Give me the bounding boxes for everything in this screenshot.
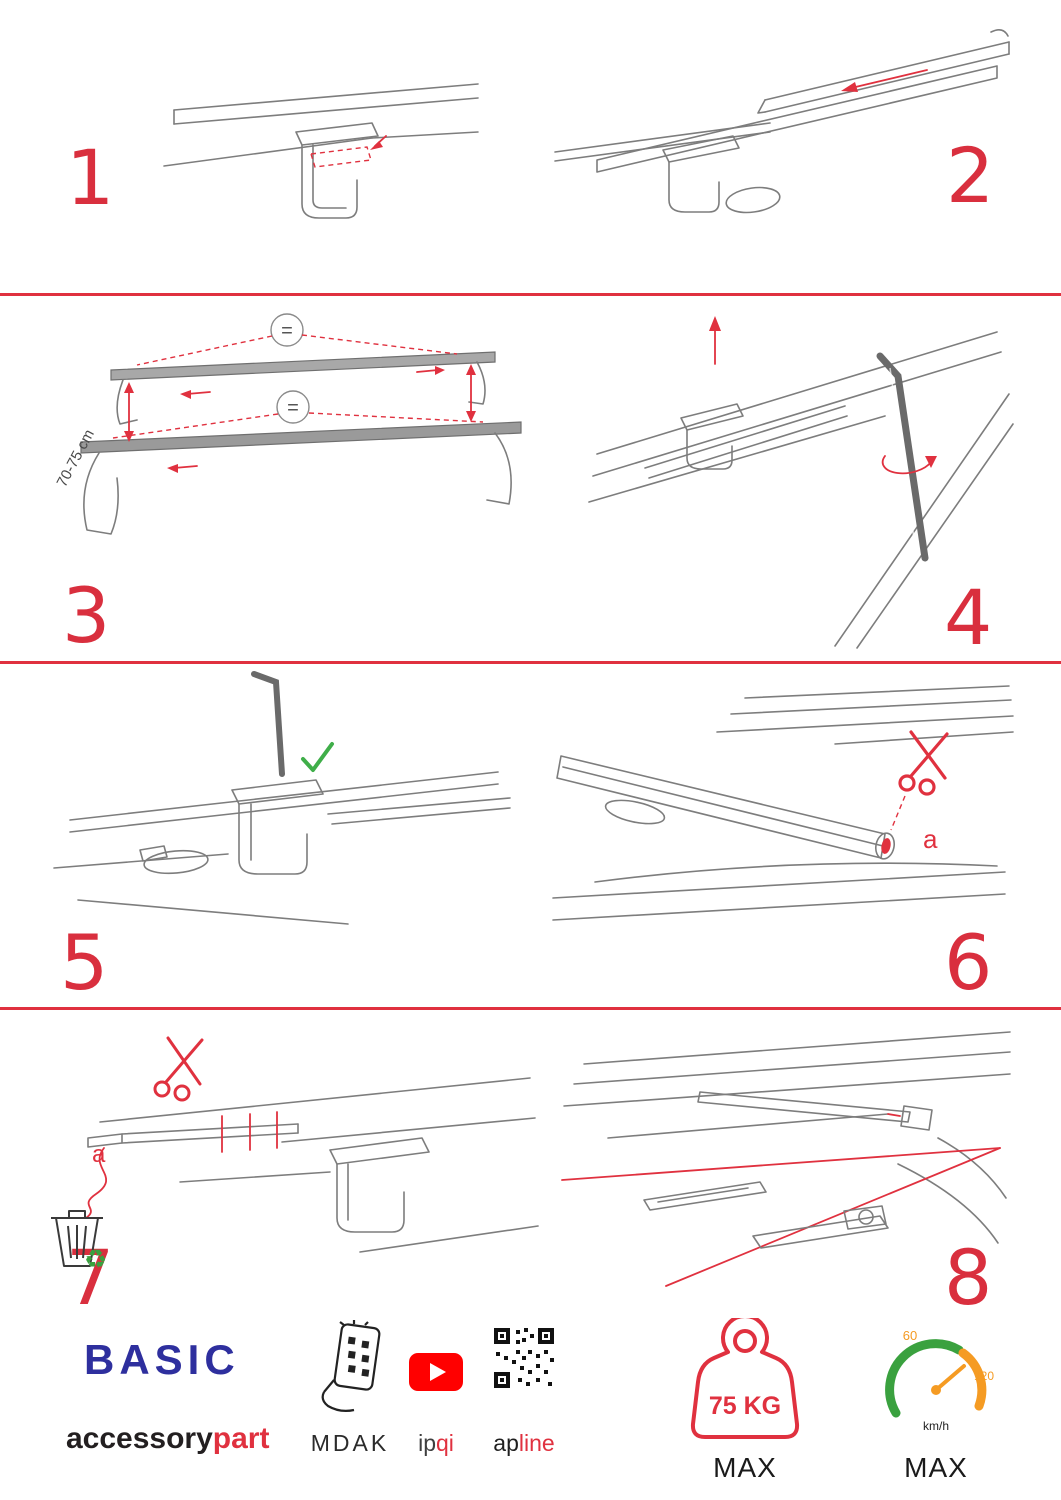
section-divider-3 bbox=[0, 1007, 1061, 1010]
speed-unit-label: km/h bbox=[923, 1419, 949, 1433]
clamp-sketch bbox=[295, 122, 379, 219]
logo-mdak: MDAK bbox=[310, 1430, 390, 1456]
section-divider-1 bbox=[0, 293, 1061, 296]
hex-key-icon bbox=[876, 352, 929, 562]
logo-apline-black: ap bbox=[493, 1430, 519, 1456]
needle bbox=[934, 1364, 966, 1392]
scissors-icon bbox=[898, 730, 949, 796]
logo-apline: apline bbox=[478, 1430, 570, 1457]
rear-crossbar bbox=[110, 351, 496, 381]
crossbar-sketch bbox=[556, 755, 896, 860]
scissors-icon bbox=[153, 1036, 204, 1102]
front-crossbar bbox=[80, 421, 522, 454]
clamp-sketch bbox=[231, 779, 324, 875]
discard-squiggle bbox=[85, 1147, 108, 1219]
profile-parts bbox=[643, 1181, 889, 1249]
step-7-number: 7 bbox=[66, 1233, 115, 1322]
step-4-number: 4 bbox=[944, 573, 993, 662]
guide-line-1 bbox=[561, 1147, 1001, 1181]
measure-arrows bbox=[124, 364, 476, 442]
clamp-sketch bbox=[680, 403, 744, 470]
phone-qr-icon bbox=[321, 1320, 381, 1412]
trash-icon bbox=[51, 1210, 103, 1267]
rotate-arrow bbox=[881, 455, 932, 475]
youtube-icon bbox=[409, 1353, 463, 1391]
step-6-drawing: a bbox=[552, 685, 1014, 921]
recycle-icon: ♻ bbox=[84, 1245, 107, 1275]
trim-strip bbox=[87, 1123, 299, 1148]
hex-key-icon bbox=[251, 671, 285, 777]
guide-line-2 bbox=[665, 1147, 1001, 1287]
step-1-number: 1 bbox=[66, 133, 115, 222]
weight-max-label: MAX bbox=[713, 1452, 777, 1483]
brand-accessorypart: accessorypart bbox=[66, 1422, 269, 1456]
crossbar-sketch bbox=[697, 1091, 933, 1131]
step-8-drawing bbox=[561, 1031, 1011, 1287]
weight-value: 75 KG bbox=[709, 1392, 781, 1420]
speedometer-icon: 60 120 km/h bbox=[885, 1328, 994, 1433]
step-7-drawing: a ♻ bbox=[51, 1036, 539, 1275]
step-2-number: 2 bbox=[946, 131, 995, 220]
brand-basic: BASIC bbox=[84, 1336, 240, 1383]
slide-arrow bbox=[846, 69, 928, 90]
logo-ipqi-red: qi bbox=[436, 1430, 454, 1456]
step-5-drawing bbox=[53, 671, 511, 925]
speed-max-label: MAX bbox=[904, 1452, 968, 1483]
step-4-drawing bbox=[588, 316, 1014, 649]
logo-ipqi-black: ip bbox=[418, 1430, 436, 1456]
step-3-number: 3 bbox=[62, 571, 111, 660]
logo-ipqi: ipqi bbox=[402, 1430, 470, 1457]
equal-symbol-bottom: = bbox=[287, 397, 299, 419]
equal-symbol-top: = bbox=[281, 320, 293, 342]
step-6-number: 6 bbox=[944, 918, 993, 1007]
step-6-label-a: a bbox=[923, 824, 938, 854]
clamp-sketch bbox=[662, 135, 781, 214]
logo-apline-red: line bbox=[518, 1430, 555, 1456]
end-insert bbox=[881, 838, 891, 854]
section-divider-2 bbox=[0, 661, 1061, 664]
speed-low-label: 60 bbox=[903, 1328, 917, 1343]
pad-highlight bbox=[310, 135, 387, 168]
measure-label: 70-75 cm bbox=[54, 427, 98, 490]
step-3-drawing: = = 70-75 cm bbox=[54, 313, 522, 535]
speed-high-label: 120 bbox=[974, 1369, 994, 1383]
qr-code-icon bbox=[492, 1326, 556, 1390]
step-7-label-a: a bbox=[92, 1141, 106, 1168]
weight-icon: 75 KG bbox=[690, 1318, 800, 1439]
step-1-drawing bbox=[163, 83, 479, 219]
check-icon bbox=[301, 742, 334, 772]
brand-sub-black: accessory bbox=[66, 1422, 213, 1455]
step-2-drawing bbox=[554, 28, 1010, 214]
step-5-number: 5 bbox=[60, 918, 109, 1007]
brand-sub-red: part bbox=[212, 1422, 270, 1455]
step-8-number: 8 bbox=[944, 1233, 993, 1322]
